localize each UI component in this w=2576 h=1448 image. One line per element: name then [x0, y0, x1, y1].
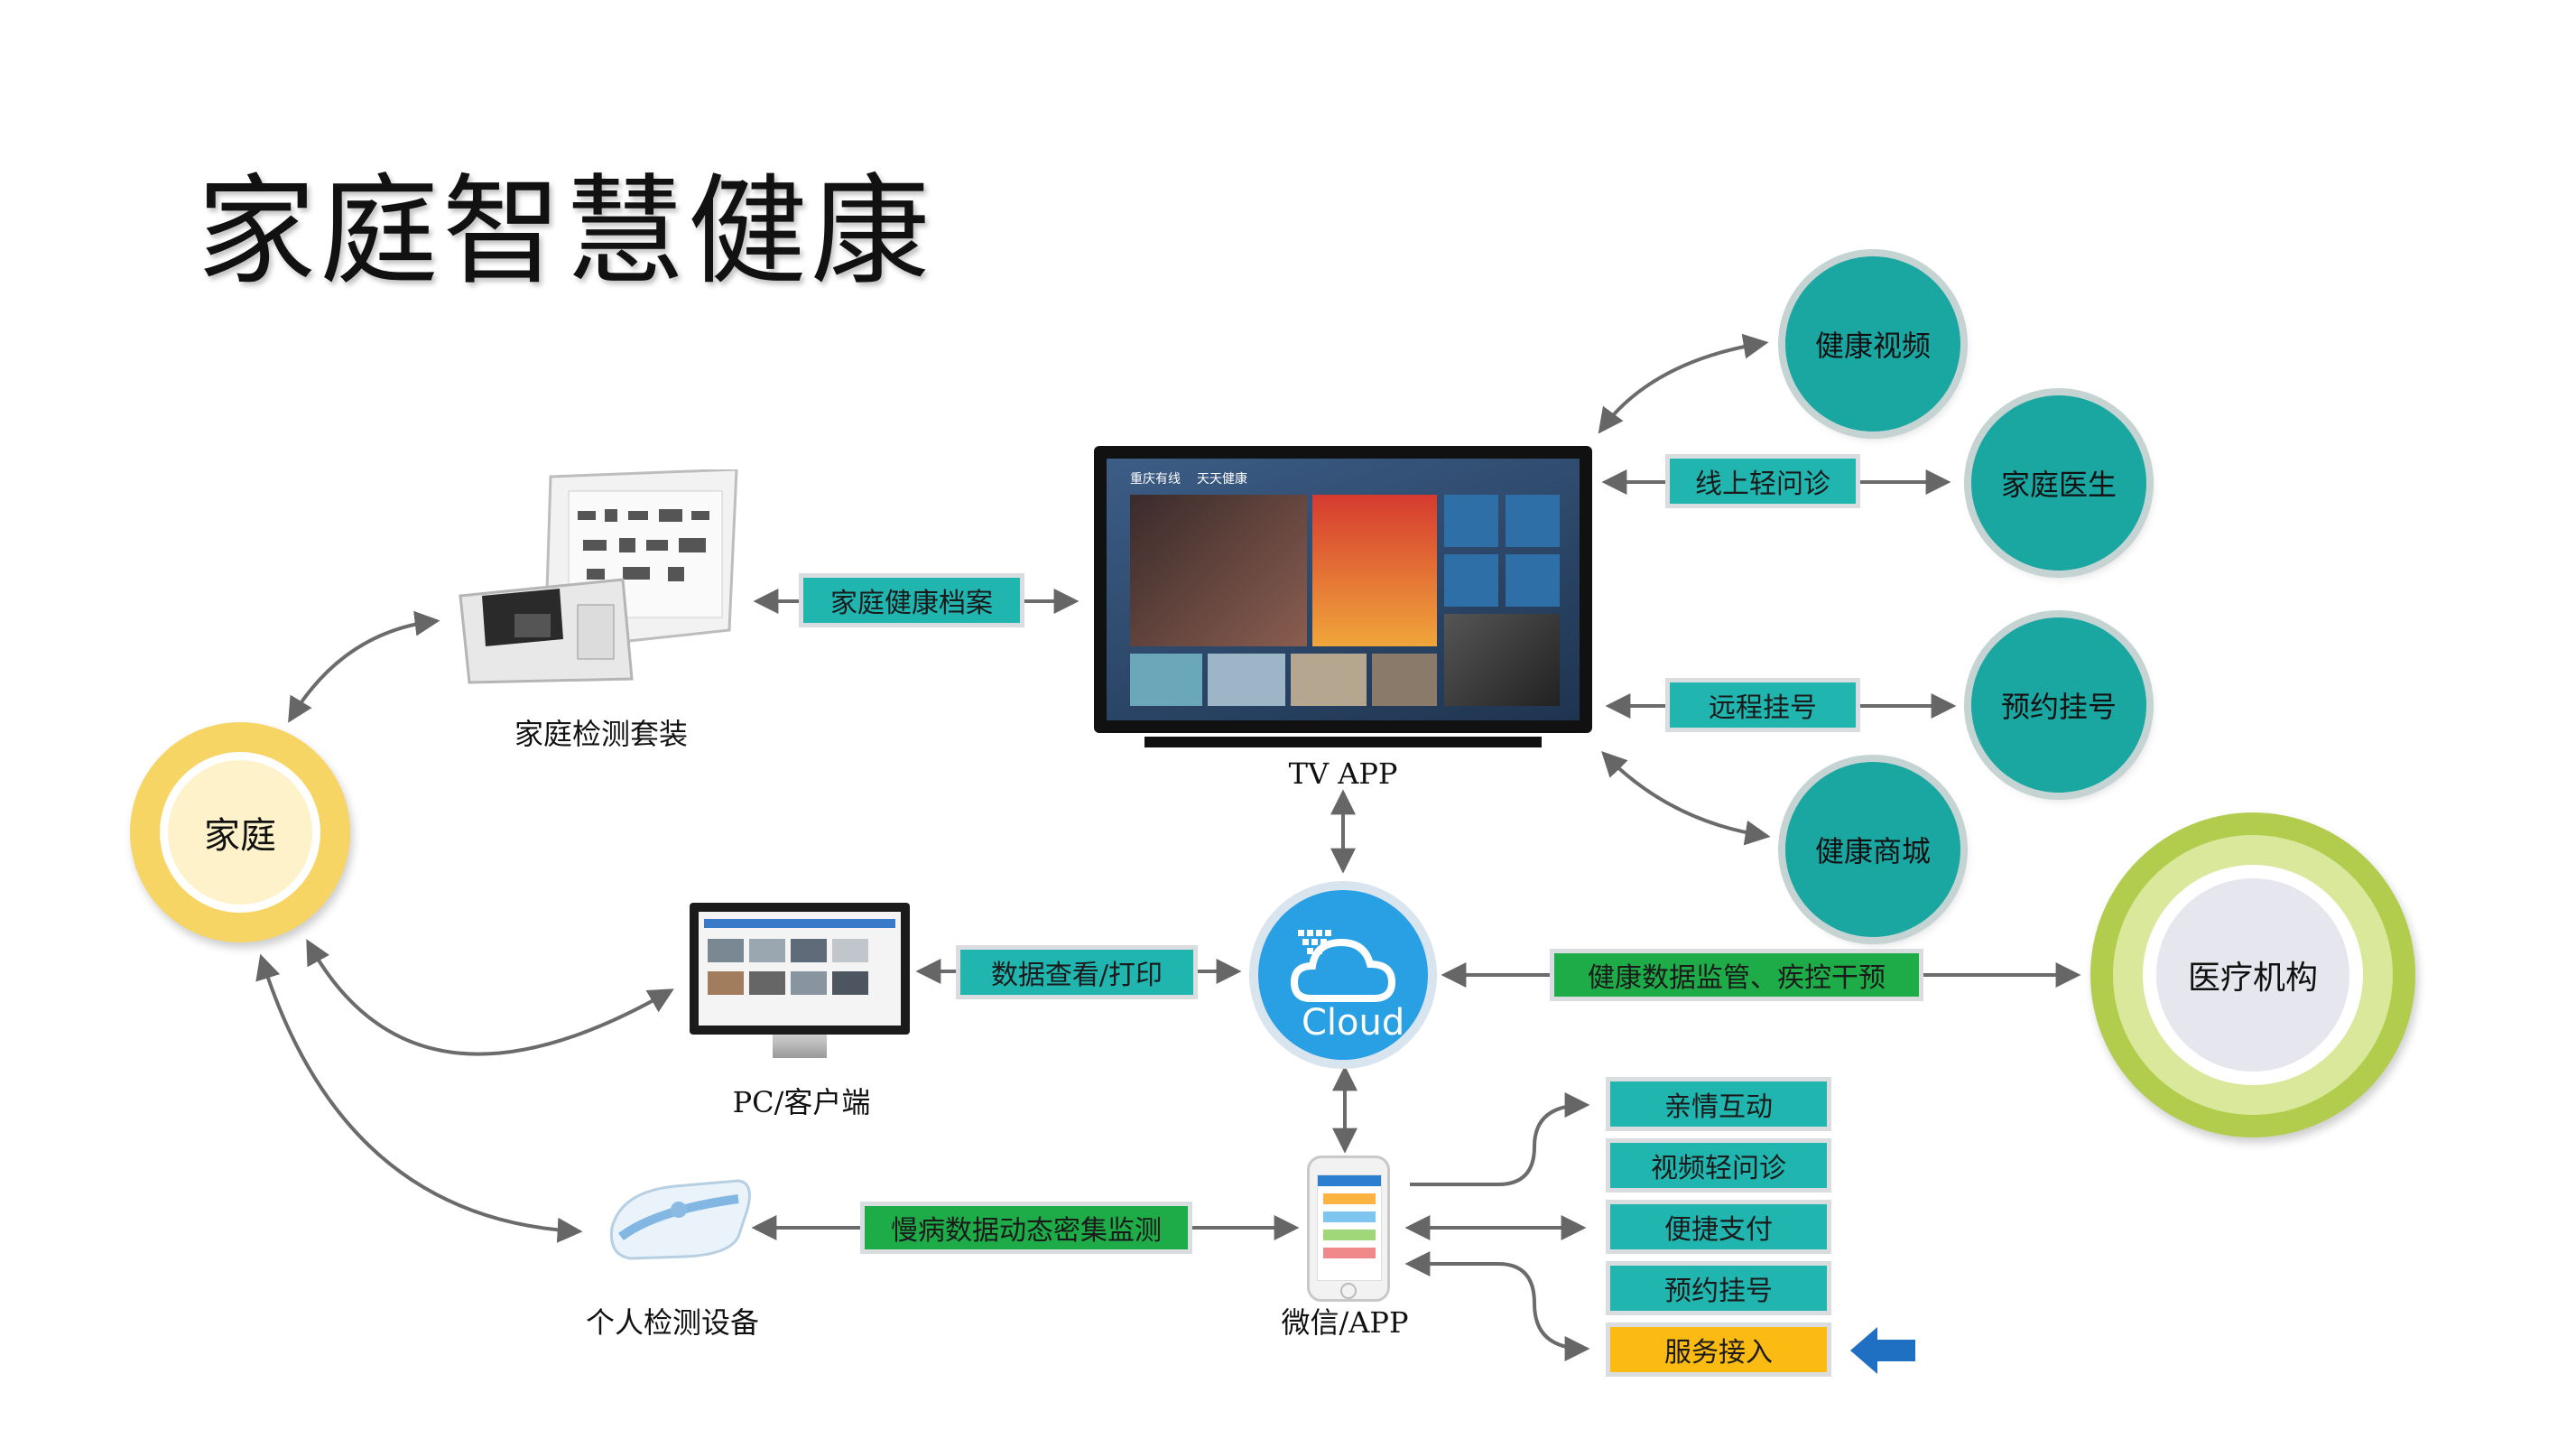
- wechat-caption: 微信/APP: [1281, 1305, 1409, 1340]
- label-chronic-monitoring: 慢病数据动态密集监测: [865, 1206, 1188, 1249]
- arc-wechat-feature5: [1404, 1251, 1590, 1361]
- home-label: 家庭: [204, 815, 276, 857]
- tv-tile-video[interactable]: [1444, 614, 1560, 706]
- arc-home-pc: [306, 939, 674, 1056]
- service-health-video[interactable]: 健康视频: [1785, 256, 1960, 432]
- pointer-arrow-icon: [1850, 1327, 1915, 1374]
- device-caption: 个人检测设备: [585, 1305, 760, 1340]
- tv-tile-icon1[interactable]: [1444, 495, 1498, 547]
- cloud-label: Cloud: [1302, 1002, 1405, 1044]
- tv-stand: [1144, 737, 1542, 747]
- phone[interactable]: [1307, 1156, 1390, 1302]
- home-node[interactable]: 家庭: [130, 722, 350, 942]
- tv-tile-icon2[interactable]: [1506, 495, 1560, 547]
- tv-tile-promo[interactable]: [1312, 495, 1437, 646]
- tv-tile-row4[interactable]: [1372, 654, 1437, 706]
- pc-caption: PC/客户端: [732, 1085, 871, 1119]
- service-appointment[interactable]: 预约挂号: [1971, 617, 2146, 793]
- tv-channel: 天天健康: [1197, 472, 1247, 487]
- detection-kit-image: [451, 468, 740, 686]
- feature-family-interaction[interactable]: 亲情互动: [1610, 1081, 1827, 1127]
- pc-stand: [773, 1035, 827, 1058]
- medical-node[interactable]: 医疗机构: [2090, 812, 2415, 1137]
- tv-tile-row2[interactable]: [1208, 654, 1285, 706]
- cloud-icon: [1290, 930, 1396, 1002]
- label-online-consult: 线上轻问诊: [1670, 459, 1856, 504]
- tv-tile-row1[interactable]: [1130, 654, 1202, 706]
- tv-tile-icon3[interactable]: [1444, 554, 1498, 607]
- arc-tv-mall: [1601, 750, 1771, 846]
- tv-tile-row3[interactable]: [1291, 654, 1367, 706]
- cloud-node[interactable]: Cloud: [1249, 881, 1437, 1069]
- page-title: 家庭智慧健康: [197, 162, 933, 302]
- arc-home-device: [255, 953, 583, 1243]
- kit-caption: 家庭检测套装: [514, 717, 689, 751]
- tv-tile-main[interactable]: [1130, 495, 1307, 646]
- feature-video-consult[interactable]: 视频轻问诊: [1610, 1143, 1827, 1188]
- service-health-mall[interactable]: 健康商城: [1785, 762, 1960, 937]
- tv-brand: 重庆有线: [1130, 472, 1181, 487]
- label-remote-registration: 远程挂号: [1670, 682, 1856, 728]
- tv-tile-icon4[interactable]: [1506, 554, 1560, 607]
- pc-monitor[interactable]: [690, 903, 910, 1035]
- arc-wechat-feature1: [1410, 1092, 1590, 1186]
- tv-screen[interactable]: 重庆有线 天天健康: [1094, 446, 1592, 733]
- label-data-view: 数据查看/打印: [960, 950, 1193, 995]
- feature-service-access[interactable]: 服务接入: [1610, 1327, 1827, 1372]
- label-health-record: 家庭健康档案: [803, 578, 1020, 623]
- tv-caption: TV APP: [1288, 756, 1398, 791]
- personal-device-image: [603, 1174, 756, 1260]
- feature-payment[interactable]: 便捷支付: [1610, 1204, 1827, 1249]
- arc-home-kit: [288, 610, 440, 723]
- feature-appointment[interactable]: 预约挂号: [1610, 1266, 1827, 1311]
- medical-label: 医疗机构: [2187, 960, 2318, 997]
- arc-tv-video: [1598, 333, 1769, 434]
- phone-home-button[interactable]: [1340, 1283, 1357, 1299]
- service-family-doctor[interactable]: 家庭医生: [1971, 395, 2146, 571]
- label-supervision: 健康数据监管、疾控干预: [1554, 953, 1919, 997]
